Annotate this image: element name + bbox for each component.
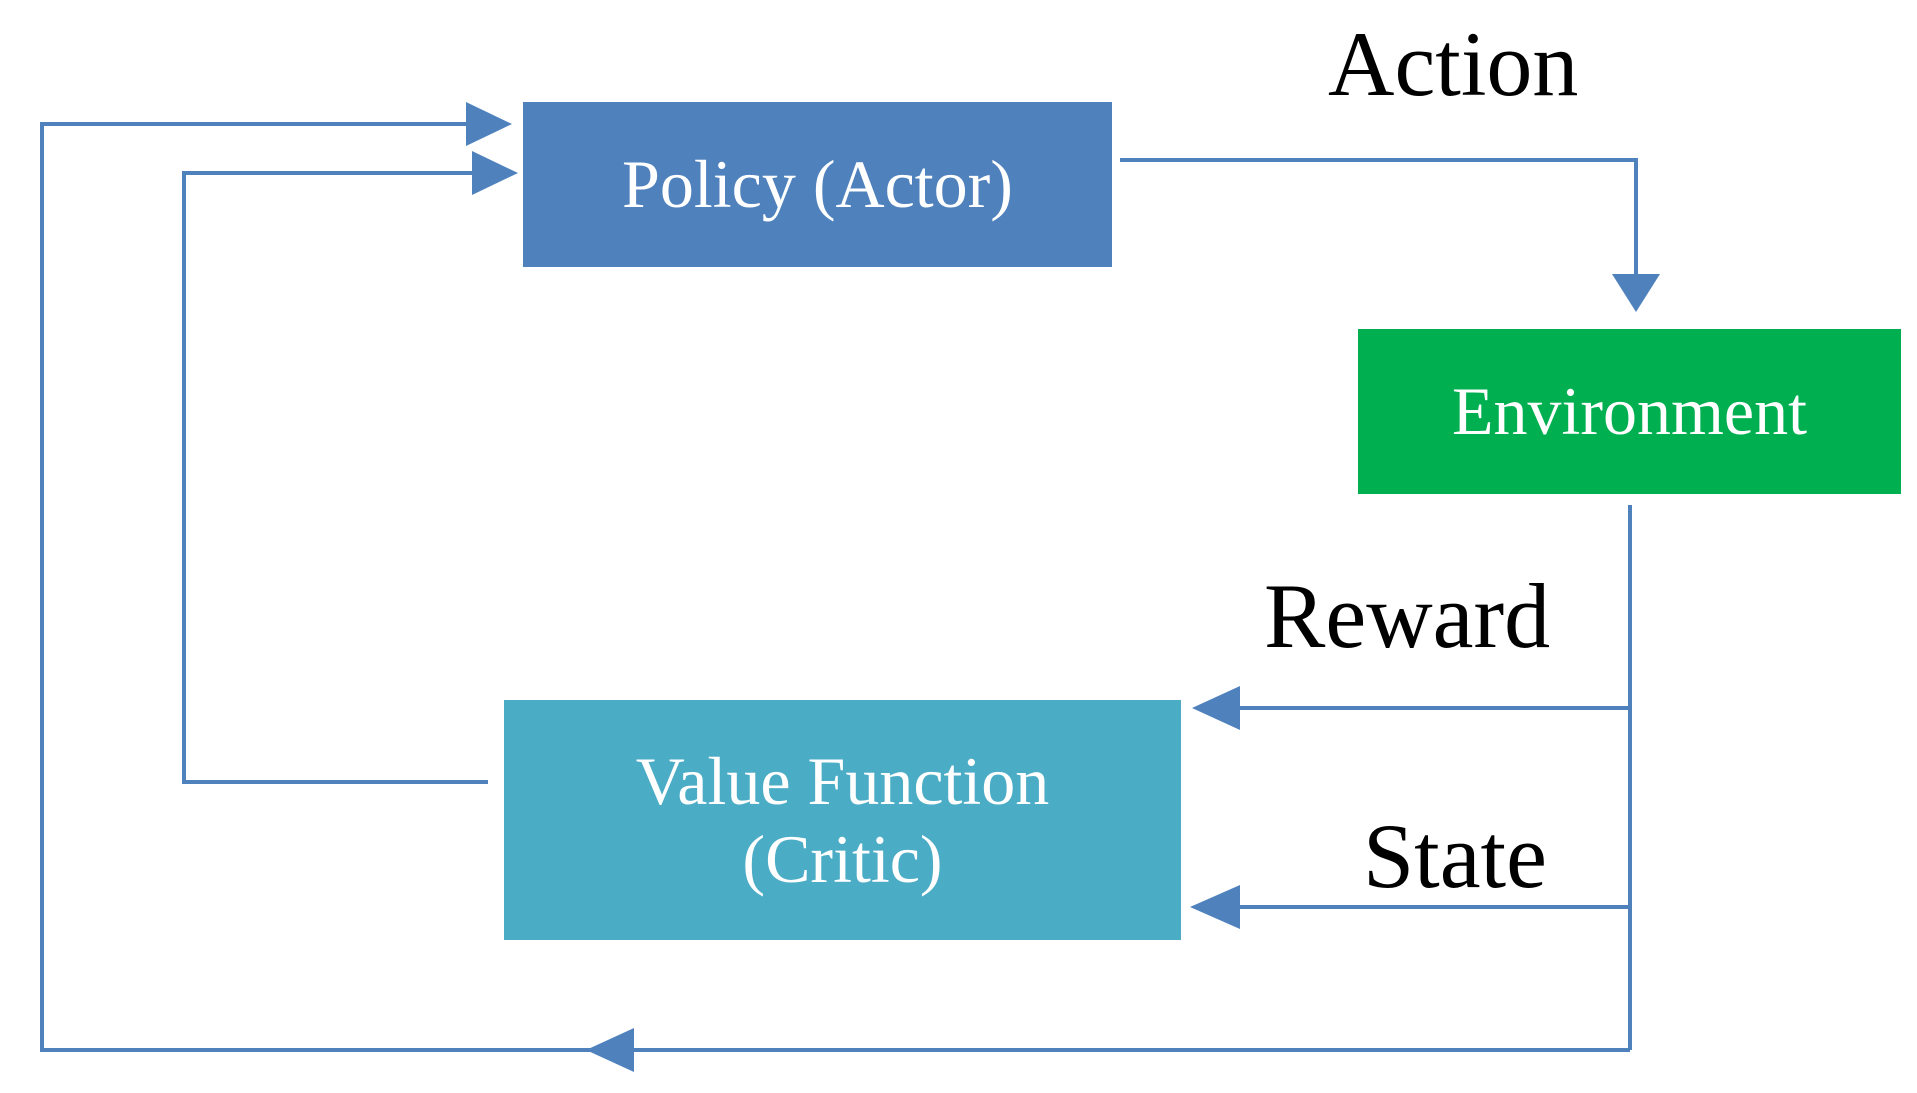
state-to-policy-line [40, 122, 1630, 1052]
policy-outer-arrowhead [466, 102, 512, 146]
environment-box: Environment [1358, 329, 1901, 494]
policy-inner-arrowhead [472, 151, 518, 195]
policy-actor-box: Policy (Actor) [523, 102, 1112, 267]
state-arrowhead [1190, 885, 1240, 929]
action-arrow-line [1120, 158, 1638, 280]
critic-to-policy-line [182, 171, 488, 784]
reward-label: Reward [1264, 565, 1551, 667]
reward-arrowhead [1192, 686, 1240, 730]
state-label: State [1363, 805, 1547, 907]
critic-label-line2: (Critic) [742, 821, 943, 897]
action-label: Action [1328, 13, 1579, 115]
critic-label-line1: Value Function [635, 742, 1050, 819]
policy-actor-label: Policy (Actor) [622, 146, 1013, 223]
value-function-critic-box: Value Function (Critic) [504, 700, 1181, 940]
action-arrowhead [1612, 274, 1660, 312]
environment-label: Environment [1451, 373, 1808, 450]
bottom-loop-arrowhead [586, 1028, 634, 1072]
